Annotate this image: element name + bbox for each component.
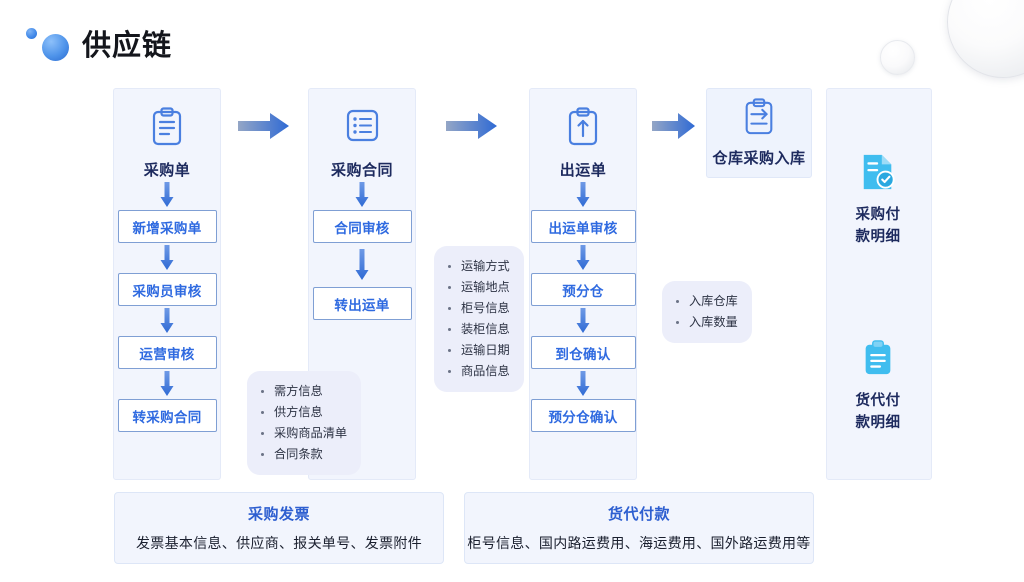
card-label: 仓库采购入库 xyxy=(712,149,806,167)
panel-item-label-line2: 款明细 xyxy=(855,414,901,431)
callout-item: 入库数量 xyxy=(674,312,738,333)
clipboard-lines-icon xyxy=(148,107,186,152)
down-arrow-icon xyxy=(159,369,175,399)
arrow-right-icon xyxy=(652,112,696,145)
callout-item: 运输方式 xyxy=(446,256,510,277)
panel-item-label: 货代付 款明细 xyxy=(856,391,901,435)
down-arrow-icon xyxy=(159,243,175,273)
panel-item-forwarder-payment[interactable]: 货代付 款明细 xyxy=(826,338,930,435)
callout-item: 合同条款 xyxy=(259,444,347,465)
down-arrow-icon xyxy=(354,243,370,287)
card-warehouse-inbound[interactable]: 仓库采购入库 xyxy=(706,88,812,178)
callout-contract-fields: 需方信息 供方信息 采购商品清单 合同条款 xyxy=(247,371,362,475)
column-title: 采购合同 xyxy=(330,161,393,179)
callout-item: 商品信息 xyxy=(446,361,510,382)
down-arrow-icon xyxy=(575,306,591,336)
callout-item: 运输日期 xyxy=(446,340,510,361)
bottom-card-title: 采购发票 xyxy=(247,505,310,523)
bottom-card-purchase-invoice[interactable]: 采购发票 发票基本信息、供应商、报关单号、发票附件 xyxy=(114,492,444,564)
clipboard-arrow-right-icon xyxy=(741,98,777,141)
step-box[interactable]: 预分仓 xyxy=(530,273,636,306)
callout-list: 入库仓库 入库数量 xyxy=(674,291,738,333)
step-box[interactable]: 采购员审核 xyxy=(117,273,217,306)
down-arrow-icon xyxy=(354,180,370,210)
panel-item-label-line1: 货代付 xyxy=(855,393,901,409)
callout-item: 柜号信息 xyxy=(446,298,510,319)
column-title: 出运单 xyxy=(559,161,607,179)
callout-list: 运输方式 运输地点 柜号信息 装柜信息 运输日期 商品信息 xyxy=(446,256,510,382)
page-title: 供应链 xyxy=(82,28,173,62)
down-arrow-icon xyxy=(159,180,175,210)
page-title-group: 供应链 xyxy=(26,22,172,64)
title-dot-large-icon xyxy=(42,33,69,61)
down-arrow-icon xyxy=(575,369,591,399)
bottom-card-title: 货代付款 xyxy=(607,505,670,523)
bottom-card-subtitle: 柜号信息、国内路运费用、海运费用、国外路运费用等 xyxy=(467,536,811,552)
bottom-card-subtitle: 发票基本信息、供应商、报关单号、发票附件 xyxy=(136,536,422,552)
step-box[interactable]: 到仓确认 xyxy=(530,336,636,369)
callout-item: 装柜信息 xyxy=(446,319,510,340)
flow-column-purchase-order[interactable]: 采购单 新增采购单 采购员审核 运营审核 转采购合同 xyxy=(113,88,221,480)
callout-inbound-fields: 入库仓库 入库数量 xyxy=(662,281,752,343)
down-arrow-icon xyxy=(159,306,175,336)
panel-item-label-line1: 采购付 xyxy=(855,207,901,223)
panel-item-purchase-payment[interactable]: 采购付 款明细 xyxy=(826,152,930,249)
decorative-sphere-large xyxy=(947,0,1024,78)
panel-item-label: 采购付 款明细 xyxy=(856,205,901,249)
arrow-right-icon xyxy=(446,112,498,145)
clipboard-up-arrow-icon xyxy=(564,107,602,152)
callout-item: 入库仓库 xyxy=(674,291,738,312)
title-dot-small-icon xyxy=(26,27,37,39)
callout-list: 需方信息 供方信息 采购商品清单 合同条款 xyxy=(259,381,347,465)
callout-item: 运输地点 xyxy=(446,277,510,298)
decorative-sphere-small xyxy=(880,40,915,75)
list-box-icon xyxy=(343,107,381,152)
step-box[interactable]: 转出运单 xyxy=(312,287,412,320)
callout-item: 供方信息 xyxy=(259,402,347,423)
callout-item: 采购商品清单 xyxy=(259,423,347,444)
down-arrow-icon xyxy=(575,243,591,273)
bottom-card-forwarder-payment[interactable]: 货代付款 柜号信息、国内路运费用、海运费用、国外路运费用等 xyxy=(464,492,814,564)
step-box[interactable]: 合同审核 xyxy=(312,210,412,243)
arrow-right-icon xyxy=(238,112,290,145)
callout-item: 需方信息 xyxy=(259,381,347,402)
step-box[interactable]: 预分仓确认 xyxy=(530,399,636,432)
step-box[interactable]: 转采购合同 xyxy=(117,399,217,432)
right-panel xyxy=(826,88,932,480)
document-check-icon xyxy=(859,152,897,197)
clipboard-cyan-icon xyxy=(859,338,897,383)
step-box[interactable]: 出运单审核 xyxy=(530,210,636,243)
flow-column-shipping-order[interactable]: 出运单 出运单审核 预分仓 到仓确认 预分仓确认 xyxy=(529,88,637,480)
step-box[interactable]: 新增采购单 xyxy=(117,210,217,243)
panel-item-label-line2: 款明细 xyxy=(855,228,901,245)
column-title: 采购单 xyxy=(143,161,191,179)
down-arrow-icon xyxy=(575,180,591,210)
callout-shipping-fields: 运输方式 运输地点 柜号信息 装柜信息 运输日期 商品信息 xyxy=(434,246,524,392)
step-box[interactable]: 运营审核 xyxy=(117,336,217,369)
